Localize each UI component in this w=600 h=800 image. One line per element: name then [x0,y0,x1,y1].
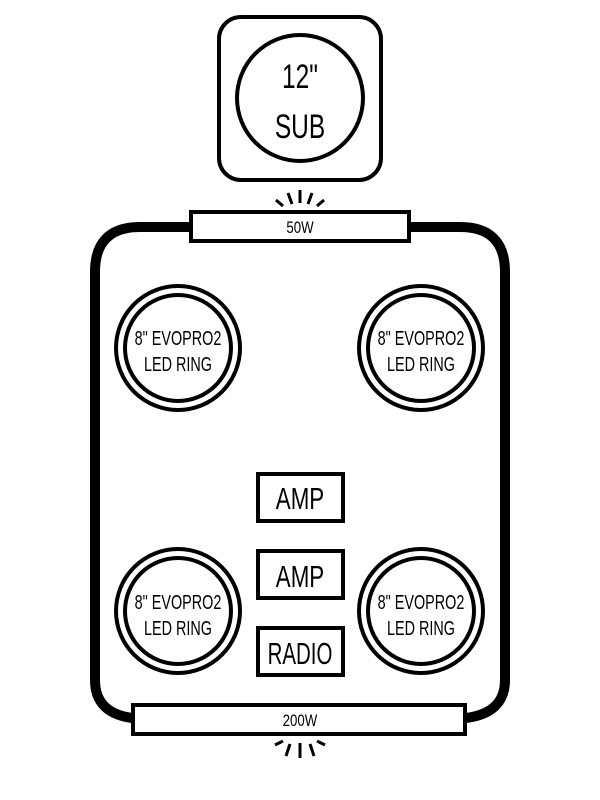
top-panel-label: 50W [286,219,314,238]
speaker-model-label: 8" EVOPRO2 [378,327,465,350]
speaker-model-label: 8" EVOPRO2 [135,327,222,350]
subwoofer-size-label: 12" [282,58,318,96]
subwoofer-circle [235,33,365,163]
speaker-inner-ring [366,293,476,403]
radio-label: RADIO [268,636,333,671]
speaker-type-label: LED RING [387,617,455,640]
top-light-rays-icon [275,190,325,208]
radio-box [256,626,345,677]
bottom-panel: 200W [131,703,467,736]
bottom-light-rays-icon [274,739,326,758]
amp-2-box [256,549,345,600]
speaker-bottom-right: 8" EVOPRO2 LED RING [357,547,485,675]
speaker-top-left: 8" EVOPRO2 LED RING [114,284,242,412]
speaker-bottom-left: 8" EVOPRO2 LED RING [114,547,242,675]
speaker-model-label: 8" EVOPRO2 [378,591,465,614]
speaker-inner-ring [123,293,233,403]
speaker-type-label: LED RING [144,617,212,640]
enclosure-outline [90,222,510,723]
amp-1-box [256,472,345,523]
bottom-panel-label: 200W [283,712,318,731]
radio: RADIO [256,626,345,677]
speaker-model-label: 8" EVOPRO2 [135,591,222,614]
amp-2-label: AMP [276,559,324,593]
subwoofer-type-label: SUB [275,108,325,146]
bottom-panel-box [131,703,467,736]
speaker-top-right: 8" EVOPRO2 LED RING [357,284,485,412]
subwoofer: 12" SUB [217,15,383,182]
speaker-inner-ring [366,556,476,666]
speaker-type-label: LED RING [144,353,212,376]
top-panel: 50W [189,210,411,243]
amp-2: AMP [256,549,345,600]
top-panel-box [189,210,411,243]
speaker-inner-ring [123,556,233,666]
speaker-type-label: LED RING [387,353,455,376]
amp-1-label: AMP [276,481,324,515]
amp-1: AMP [256,472,345,523]
